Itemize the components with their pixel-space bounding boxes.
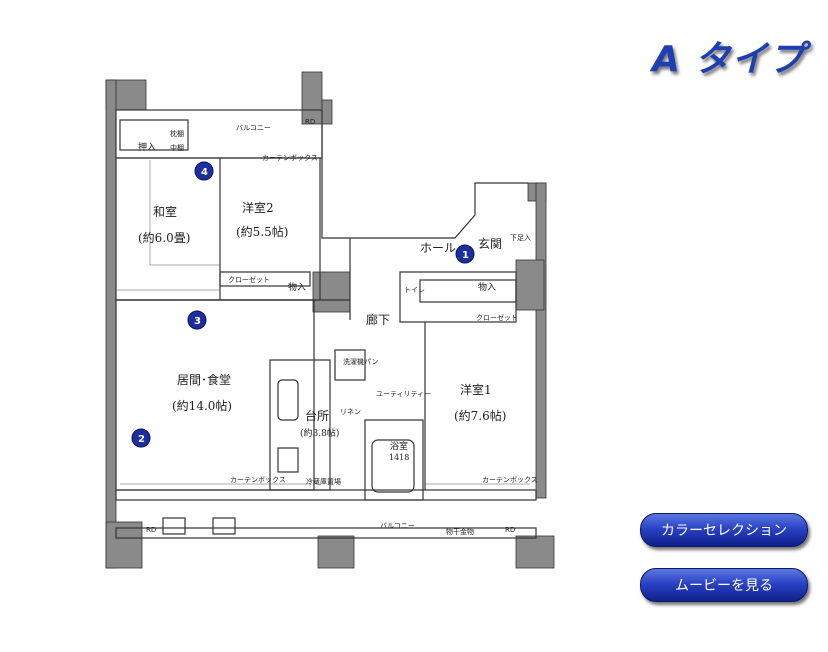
room-entrance: 玄関 [478, 236, 502, 251]
interior-walls [115, 109, 537, 539]
detail-lines [116, 160, 530, 485]
page-title: A タイプ [652, 39, 806, 80]
label-rd-2: RD [146, 526, 156, 534]
room-western2: 洋室2 [242, 200, 274, 215]
room-bath-size: 1418 [389, 453, 409, 462]
color-selection-button[interactable]: カラーセレクション [640, 513, 808, 547]
room-living-size: (約14.0帖) [172, 398, 232, 413]
svg-text:1: 1 [462, 250, 469, 261]
label-curtain-box-2: カーテンボックス [230, 476, 286, 484]
marker-4[interactable]: 4 [194, 161, 214, 181]
room-utility: ユーティリティー [376, 390, 431, 398]
label-rd-3: RD [505, 526, 515, 534]
label-closet-1: クローゼット [228, 275, 270, 284]
room-washitsu: 和室 [153, 204, 177, 219]
room-bath: 浴室 [390, 440, 408, 452]
svg-text:3: 3 [194, 316, 201, 327]
label-oshiire: 押入 [138, 141, 156, 153]
label-shoe-box: 下足入 [510, 234, 531, 242]
label-balcony-bottom: バルコニー [380, 522, 415, 530]
room-toilet: トイレ [404, 286, 425, 294]
label-linen: リネン [340, 408, 361, 416]
label-balcony-top: バルコニー [236, 124, 271, 132]
room-hall: ホール [420, 241, 456, 255]
svg-text:4: 4 [201, 167, 208, 178]
label-rd-1: RD [305, 118, 315, 126]
label-makura: 枕棚 [170, 129, 184, 138]
label-curtain-box-3: カーテンボックス [482, 476, 538, 484]
room-kitchen: 台所 [305, 408, 329, 423]
room-western1-size: (約7.6帖) [454, 408, 506, 423]
marker-2[interactable]: 2 [131, 428, 151, 448]
label-drying: 物干金物 [446, 527, 474, 536]
svg-text:2: 2 [138, 434, 145, 445]
label-curtain-box-1: カーテンボックス [262, 154, 318, 162]
room-kitchen-size: (約3.8帖) [300, 427, 339, 439]
exterior-walls [105, 71, 555, 569]
label-storage-1: 物入 [288, 281, 306, 293]
label-nakadana: 中棚 [170, 143, 184, 152]
label-fridge: 冷蔵庫置場 [306, 477, 341, 486]
room-living: 居間･食堂 [177, 372, 231, 387]
marker-3[interactable]: 3 [187, 310, 207, 330]
marker-1[interactable]: 1 [455, 244, 475, 264]
label-washer: 洗濯機パン [343, 357, 378, 366]
label-closet-2: クローゼット [476, 313, 518, 322]
room-western2-size: (約5.5帖) [236, 224, 288, 239]
room-washitsu-size: (約6.0畳) [138, 230, 190, 245]
movie-button[interactable]: ムービーを見る [640, 568, 808, 602]
label-storage-2: 物入 [478, 281, 496, 293]
room-corridor: 廊下 [366, 312, 390, 327]
room-western1: 洋室1 [460, 382, 492, 397]
